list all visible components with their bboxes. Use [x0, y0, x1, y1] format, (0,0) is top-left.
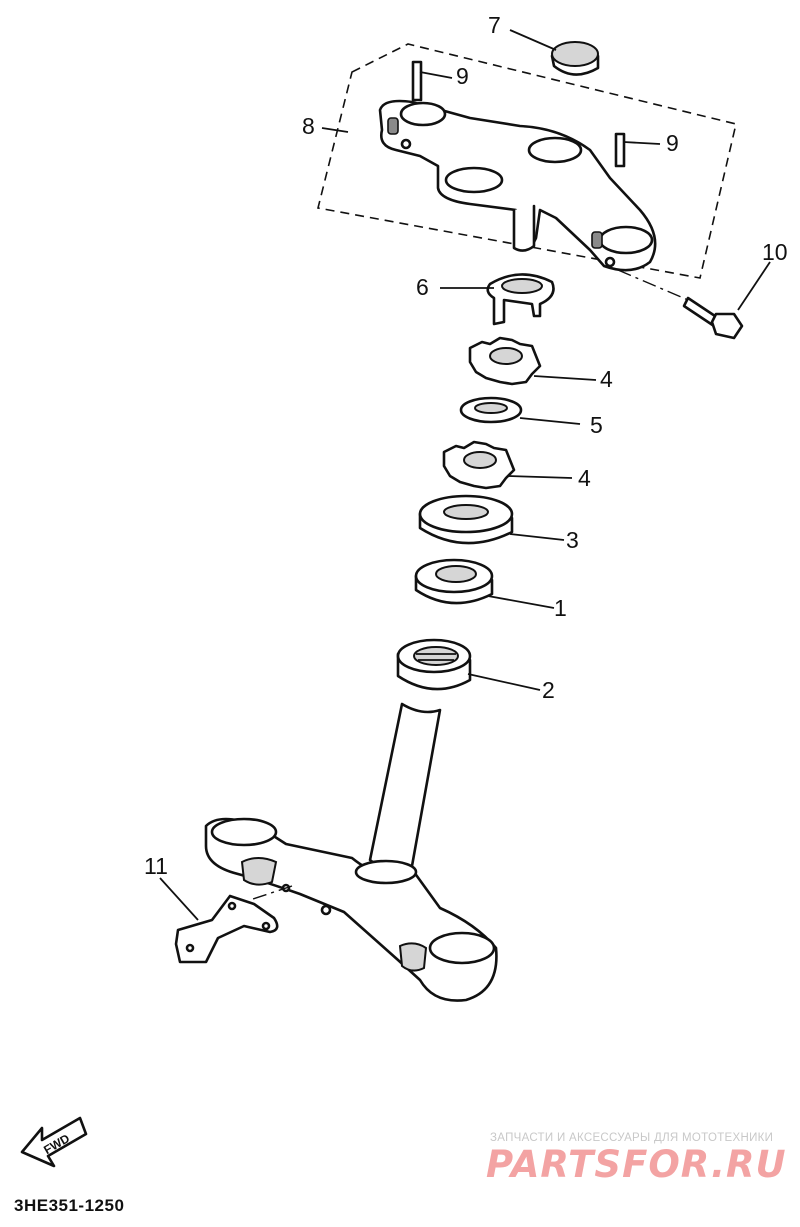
callout-4-lower: 4 [578, 465, 591, 491]
bracket-mount-line [249, 885, 293, 901]
callout-5: 5 [590, 412, 603, 438]
part-1-bearing-race [414, 558, 494, 605]
part-3-dust-seal [418, 494, 514, 545]
callout-2: 2 [542, 677, 555, 703]
fwd-arrow-icon: FWD [20, 1116, 88, 1168]
part-8-upper-bracket [378, 99, 657, 272]
part-2-bearing [396, 638, 472, 691]
callout-9-right: 9 [666, 130, 679, 156]
diagram-code: 3HE351-1250 [14, 1196, 125, 1215]
callout-1: 1 [554, 595, 567, 621]
upper-bracket-group-outline [317, 43, 737, 279]
part-7-crown-nut [550, 41, 600, 76]
part-11-mounting-bracket [174, 894, 279, 964]
watermark-caption: ЗАПЧАСТИ И АКСЕССУАРЫ ДЛЯ МОТОТЕХНИКИ [490, 1132, 774, 1144]
callout-8: 8 [302, 113, 315, 139]
callout-7: 7 [488, 12, 501, 38]
lower-bracket [204, 817, 498, 1002]
steering-stem-shaft [368, 702, 442, 872]
part-6-lock-washer [486, 273, 555, 326]
watermark-logo: PARTSFOR.RU [486, 1143, 787, 1186]
part-4-ring-nut-upper [468, 336, 542, 386]
part-5-washer [459, 396, 523, 424]
part-4-ring-nut-lower [442, 440, 516, 490]
part-9-pin-right [614, 132, 626, 168]
leader-lines [159, 29, 771, 921]
part-10-bolt [682, 296, 744, 340]
callout-9-left: 9 [456, 63, 469, 89]
callout-4-upper: 4 [600, 366, 613, 392]
bolt-axis-line [617, 269, 689, 301]
callout-10: 10 [762, 239, 788, 265]
callout-6: 6 [416, 274, 429, 300]
callout-11: 11 [144, 853, 168, 879]
callout-3: 3 [566, 527, 579, 553]
part-9-pin-left [411, 60, 423, 102]
